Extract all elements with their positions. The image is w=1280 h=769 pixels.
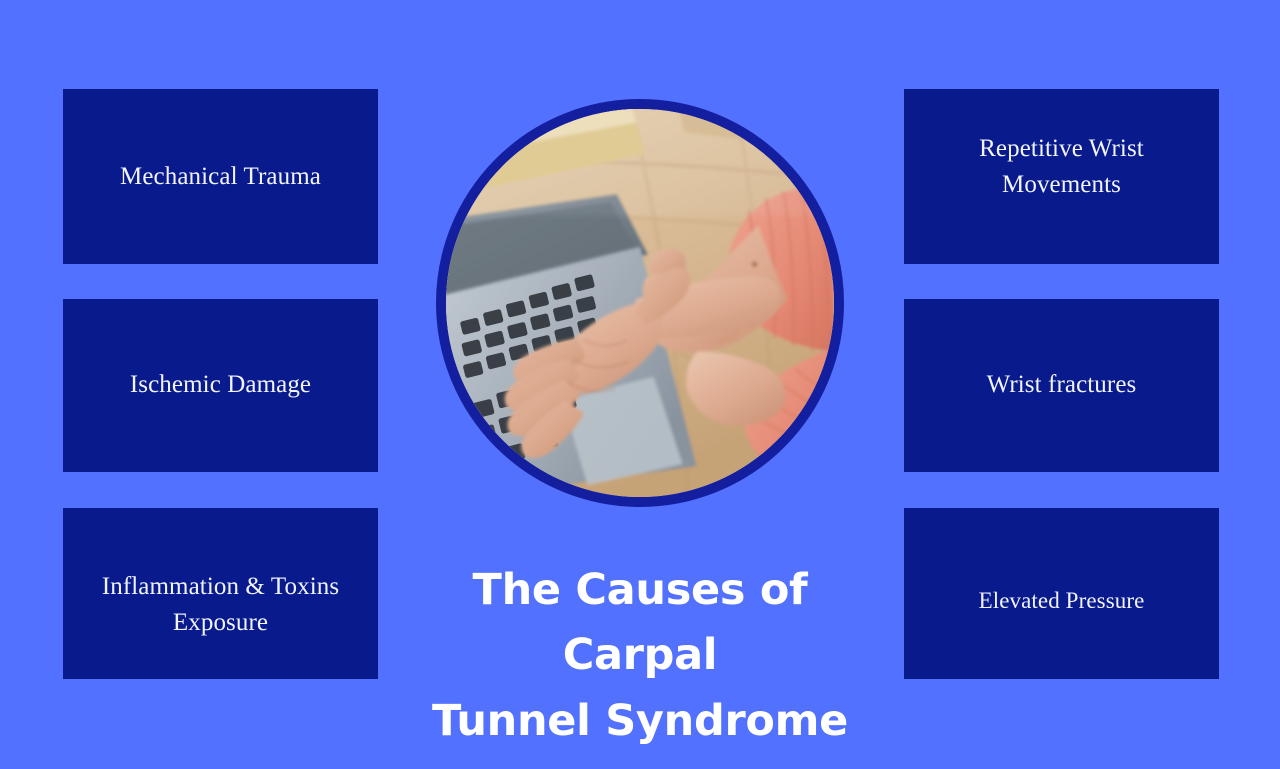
- cause-label: Ischemic Damage: [129, 370, 312, 398]
- cause-label: Elevated Pressure: [978, 588, 1145, 614]
- cause-box-inflammation-toxins[interactable]: Inflammation & Toxins Exposure: [63, 508, 378, 679]
- cause-box-ischemic-damage[interactable]: Ischemic Damage: [63, 299, 378, 472]
- cause-label: Repetitive Wrist Movements: [979, 135, 1144, 198]
- cause-box-repetitive-wrist-movements[interactable]: Repetitive Wrist Movements: [904, 89, 1219, 264]
- cause-label: Inflammation & Toxins Exposure: [101, 573, 340, 636]
- wrist-pain-photo: [436, 99, 844, 507]
- wrist-pain-illustration: [446, 109, 834, 497]
- page-title: The Causes of Carpal Tunnel Syndrome: [432, 565, 848, 746]
- cause-box-wrist-fractures[interactable]: Wrist fractures: [904, 299, 1219, 472]
- cause-box-elevated-pressure[interactable]: Elevated Pressure: [904, 508, 1219, 679]
- cause-box-mechanical-trauma[interactable]: Mechanical Trauma: [63, 89, 378, 264]
- cause-label: Wrist fractures: [986, 370, 1137, 398]
- cause-label: Mechanical Trauma: [120, 162, 321, 190]
